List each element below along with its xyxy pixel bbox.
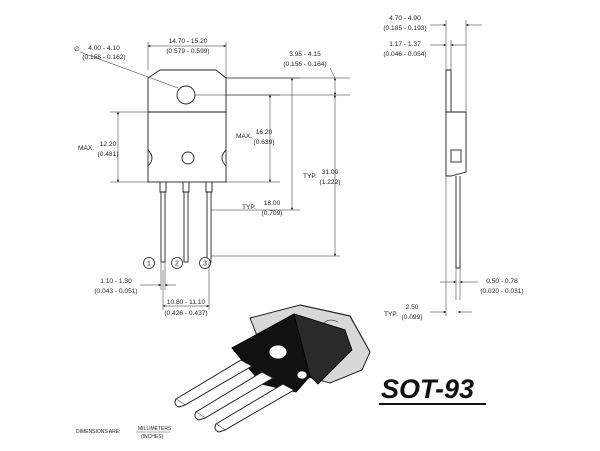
units-in: (INCHES) [141,434,164,440]
hole-offset-mm: 3.95 - 4.15 [289,51,321,58]
lead-3 [206,191,212,263]
body-height-prefix: MAX. [236,133,252,140]
lead-span-in: (0.426 - 0.437) [164,310,207,317]
lead-2 [183,191,189,263]
lead-thickness-in: (0.020 - 0.031) [480,288,523,295]
package-title: SOT-93 [381,374,474,404]
mounting-hole [176,85,196,105]
units-mm: MILLIMETERS [138,426,172,432]
package-3d-render [174,304,371,433]
pin-3-label: 3 [203,261,207,268]
width-mm: 14.70 - 15.20 [169,38,208,45]
to-leads-prefix: TYP. [242,204,256,211]
lead-width-in: (0.043 - 0.051) [94,288,137,295]
hole-dia-in: (0.158 - 0.162) [82,54,125,61]
thickness-mm: 4.70 - 4.90 [389,15,421,22]
pin-1-label: 1 [147,261,151,268]
side-view [445,69,467,269]
pin-labels: 1 2 3 [143,257,211,269]
units-note: DIMENSIONS ARE: MILLIMETERS (INCHES) [76,426,172,440]
tab-thickness-mm: 1.17 - 1.37 [389,41,421,48]
lead-offset-in: (0.099) [402,314,423,321]
hole-dia-mm: 4.00 - 4.10 [88,45,120,52]
package-body [147,111,227,183]
tab-height-prefix: MAX. [78,145,94,152]
body-mark [181,151,195,165]
lead-thickness-mm: 0.50 - 0.78 [486,278,518,285]
body-height-in: (0.639) [254,139,275,146]
side-tab [445,69,452,113]
lead-offset-mm: 2.50 [406,304,419,311]
tab-height-in: (0.481) [98,151,119,158]
tab-thickness-in: (0.046 - 0.054) [383,51,426,58]
overall-mm: 31.00 [322,169,339,176]
lead-span-mm: 10.80 - 11.10 [167,299,206,306]
hole-offset-in: (0.156 - 0.164) [283,61,326,68]
lead-width-mm: 1.10 - 1.30 [100,278,132,285]
3d-mounting-hole [268,344,288,360]
tab-height-mm: 12.20 [100,141,117,148]
hole-dia-symbol: ∅ [74,46,80,53]
units-prefix: DIMENSIONS ARE: [76,429,120,435]
overall-prefix: TYP. [303,173,317,180]
side-dimension-lines [430,20,482,316]
front-view [147,69,227,263]
to-leads-mm: 18.00 [264,200,281,207]
dimension-lines [79,42,350,310]
side-body [445,111,467,177]
pin-2-label: 2 [175,261,179,268]
dimension-labels: ∅ 4.00 - 4.10 (0.158 - 0.162) 14.70 - 15… [74,15,524,321]
overall-in: (1.222) [320,179,341,186]
lead-offset-prefix: TYP. [384,311,398,318]
width-in: (0.579 - 0.599) [166,48,209,55]
lead-1 [160,191,166,263]
to-leads-in: (0.709) [262,210,283,217]
side-lead [455,176,461,269]
thickness-in: (0.185 - 0.193) [383,25,426,32]
body-height-mm: 16.20 [256,129,273,136]
